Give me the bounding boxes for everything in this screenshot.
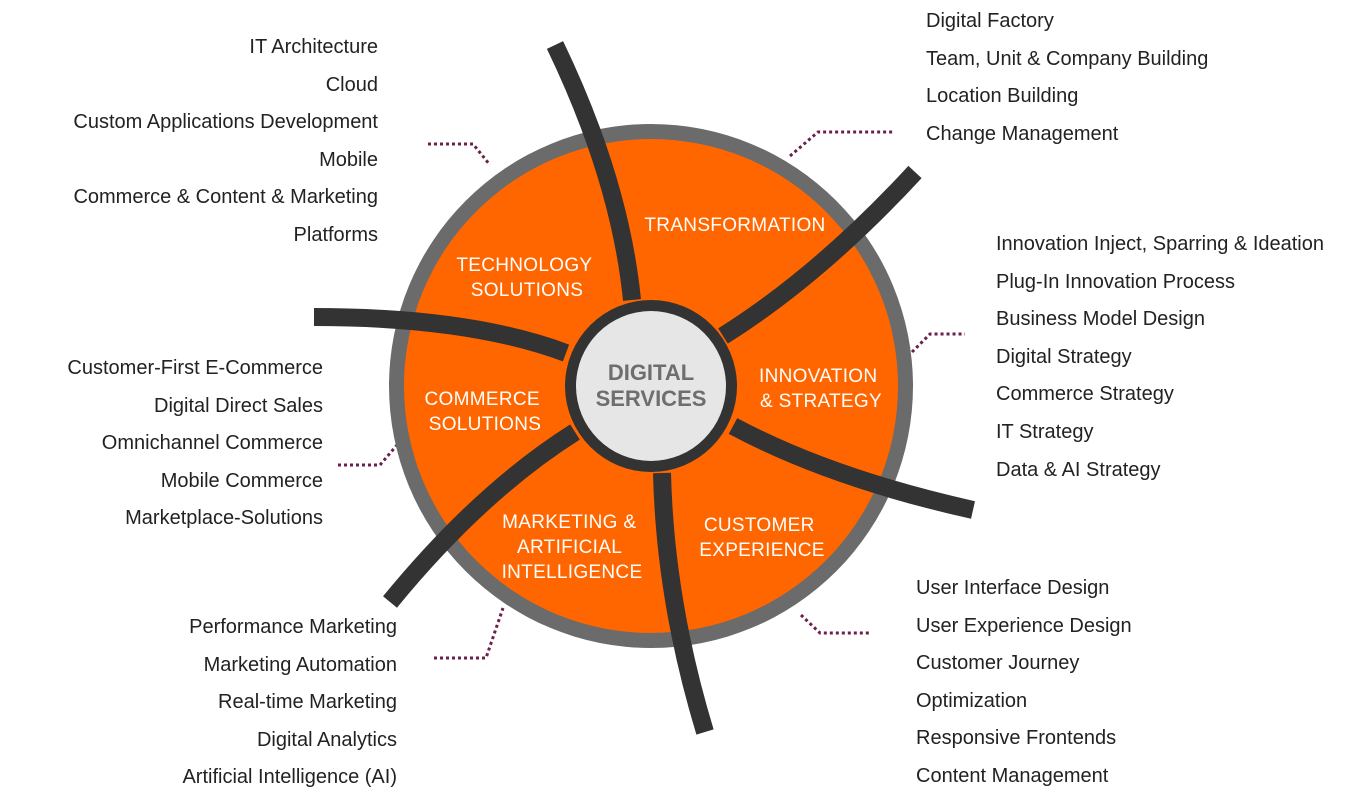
- segment-label-customer: CUSTOMER EXPERIENCE: [699, 515, 824, 561]
- center-label-line2: SERVICES: [596, 386, 707, 411]
- list-item: Data & AI Strategy: [996, 458, 1161, 481]
- list-item: IT Architecture: [249, 36, 378, 58]
- spoke-6: [313, 308, 570, 362]
- spoke-1: [546, 41, 641, 301]
- spokes: [313, 41, 975, 735]
- list-item: Omnichannel Commerce: [101, 432, 323, 455]
- marketing-items-list: Performance Marketing Marketing Automati…: [182, 609, 397, 797]
- segment-label-innovation: INNOVATION & STRATEGY: [759, 366, 883, 412]
- list-item: User Interface Design: [916, 577, 1110, 599]
- connector-customer: [799, 613, 870, 635]
- segment-label-technology: TECHNOLOGY SOLUTIONS: [456, 255, 597, 301]
- list-item: Digital Factory: [926, 10, 1054, 32]
- spoke-5: [383, 424, 580, 608]
- list-item: Plug-In Innovation Process: [996, 270, 1236, 293]
- hub: [576, 311, 726, 461]
- list-item: Team, Unit & Company Building: [926, 47, 1209, 70]
- connector-innovation: [910, 332, 965, 354]
- connector-marketing: [434, 607, 505, 660]
- list-item: Performance Marketing: [189, 616, 397, 638]
- segment-label-marketing: MARKETING & ARTIFICIAL INTELLIGENCE: [502, 512, 643, 583]
- list-item: Custom Applications Development: [73, 111, 378, 134]
- list-item: IT Strategy: [996, 420, 1094, 443]
- connectors: [338, 130, 965, 660]
- list-item: Marketing Automation: [203, 653, 397, 676]
- list-item: Commerce Strategy: [996, 383, 1174, 406]
- list-item: Marketplace-Solutions: [125, 507, 323, 530]
- list-item: User Experience Design: [916, 614, 1132, 637]
- list-item: Location Building: [926, 85, 1079, 108]
- list-item: Innovation Inject, Sparring & Ideation: [996, 233, 1324, 255]
- commerce-items-list: Customer-First E-Commerce Digital Direct…: [67, 350, 323, 538]
- list-item: Cloud: [325, 73, 378, 96]
- connector-technology: [428, 142, 492, 166]
- list-item: Real-time Marketing: [218, 691, 397, 714]
- list-item: Content Management: [916, 764, 1109, 787]
- list-item: Platforms: [293, 223, 378, 246]
- innovation-items-list: Innovation Inject, Sparring & Ideation P…: [996, 226, 1324, 489]
- list-item: Commerce & Content & Marketing: [73, 186, 378, 209]
- connector-commerce: [338, 444, 399, 467]
- list-item: Mobile Commerce: [160, 469, 323, 492]
- list-item: Digital Strategy: [996, 345, 1132, 368]
- segment-label-transformation: TRANSFORMATION: [644, 215, 825, 236]
- list-item: Artificial Intelligence (AI): [182, 766, 397, 789]
- list-item: Digital Analytics: [256, 728, 397, 751]
- list-item: Digital Direct Sales: [154, 394, 323, 417]
- list-item: Change Management: [926, 122, 1119, 145]
- customer-items-list: User Interface Design User Experience De…: [916, 570, 1132, 796]
- spoke-2: [718, 165, 922, 344]
- spoke-3: [728, 418, 975, 519]
- technology-items-list: IT Architecture Cloud Custom Application…: [73, 29, 378, 255]
- list-item: Responsive Frontends: [916, 727, 1117, 750]
- list-item: Customer Journey: [916, 652, 1080, 675]
- list-item: Mobile: [319, 148, 378, 171]
- spoke-4: [653, 472, 714, 735]
- center-label-line1: DIGITAL: [608, 360, 694, 385]
- list-item: Customer-First E-Commerce: [67, 357, 323, 379]
- list-item: Business Model Design: [996, 308, 1205, 331]
- transformation-items-list: Digital Factory Team, Unit & Company Bui…: [926, 3, 1208, 153]
- segment-label-commerce: COMMERCE SOLUTIONS: [425, 389, 546, 435]
- list-item: Optimization: [916, 689, 1028, 712]
- connector-transformation: [789, 130, 893, 158]
